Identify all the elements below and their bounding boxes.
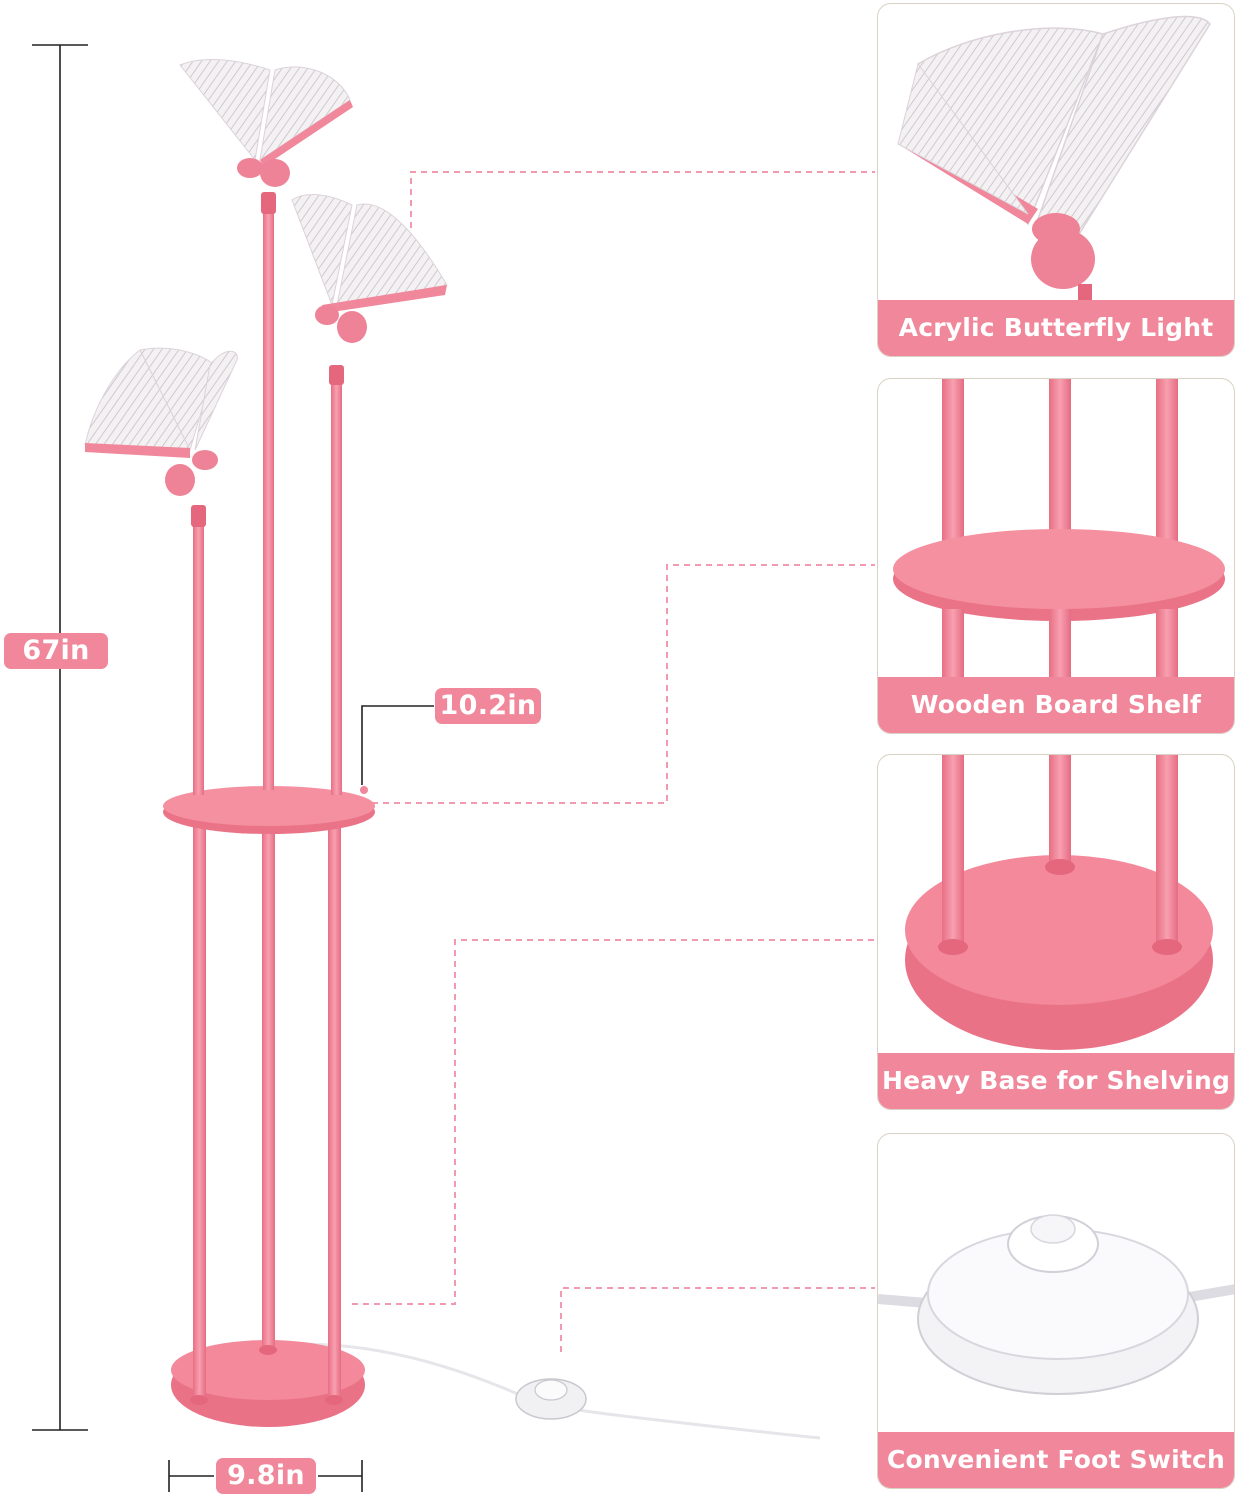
feature-caption: Heavy Base for Shelving xyxy=(878,1053,1234,1109)
base-diameter-label: 9.8in xyxy=(216,1458,316,1494)
feature-panel-shelf: Wooden Board Shelf xyxy=(877,378,1235,734)
shelf-closeup-image xyxy=(893,379,1225,679)
height-dimension-line xyxy=(32,44,88,1431)
butterfly-light-top xyxy=(179,59,353,187)
base-closeup-image xyxy=(905,755,1213,1050)
shelf-leader-line xyxy=(361,705,434,785)
pole-feet xyxy=(190,1345,343,1405)
shelf-diameter-label: 10.2in xyxy=(435,688,541,724)
butterfly-light-middle xyxy=(291,194,448,343)
feature-caption: Acrylic Butterfly Light xyxy=(878,300,1234,356)
lower-poles xyxy=(193,808,341,1398)
guide-lines xyxy=(352,171,875,1352)
feature-panel-base: Heavy Base for Shelving xyxy=(877,754,1235,1110)
feature-panel-foot-switch: Convenient Foot Switch xyxy=(877,1133,1235,1489)
base-width-dimension-line xyxy=(168,1460,363,1492)
shelf-leader-dot xyxy=(360,786,368,794)
feature-caption: Wooden Board Shelf xyxy=(878,677,1234,733)
upper-poles xyxy=(193,210,342,795)
foot-switch xyxy=(515,1378,587,1420)
feature-caption: Convenient Foot Switch xyxy=(878,1432,1234,1488)
height-dimension-label: 67in xyxy=(4,633,108,669)
feature-panel-butterfly-light: Acrylic Butterfly Light xyxy=(877,3,1235,357)
butterfly-light-left xyxy=(84,347,238,496)
lamp-shelf xyxy=(163,786,375,834)
foot-switch-closeup-image xyxy=(878,1214,1234,1395)
butterfly-closeup-image xyxy=(897,15,1211,304)
lamp-base xyxy=(171,1340,365,1427)
